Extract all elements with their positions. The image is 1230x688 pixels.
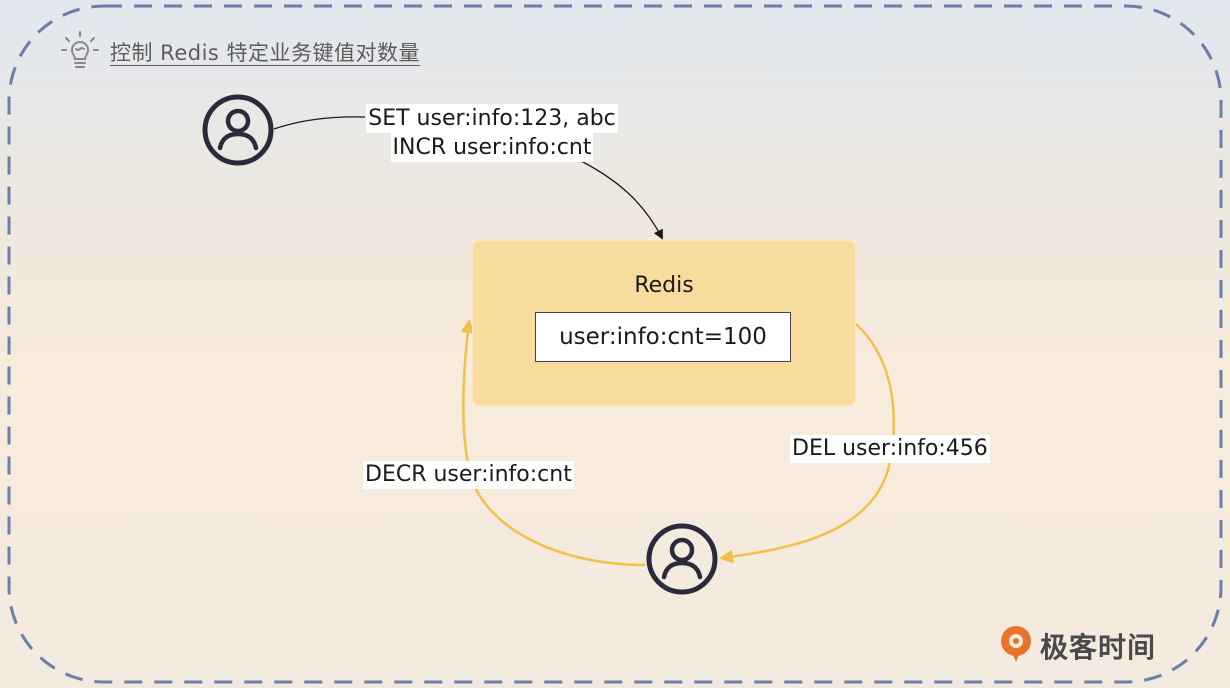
header: 控制 Redis 特定业务键值对数量 [60, 30, 420, 74]
arrow-redis-to-bottom-user [719, 323, 896, 564]
page-title: 控制 Redis 特定业务键值对数量 [110, 41, 421, 65]
write-commands-label: SET user:info:123, abc INCR user:info:cn… [362, 104, 622, 162]
dashed-frame [7, 4, 1223, 684]
user-icon [646, 523, 718, 595]
redis-node: Redis user:info:cnt=100 [473, 241, 855, 405]
del-command-label: DEL user:info:456 [790, 435, 990, 463]
set-command: SET user:info:123, abc [366, 104, 618, 133]
redis-title: Redis [634, 273, 694, 298]
brand-name: 极客时间 [1039, 631, 1156, 664]
brand-watermark: 极客时间 [998, 624, 1156, 668]
decr-command-label: DECR user:info:cnt [363, 461, 574, 489]
connector-user-to-commands [273, 116, 366, 130]
user-icon [202, 94, 274, 166]
brand-logo-icon [998, 624, 1034, 668]
lightbulb-icon [60, 30, 100, 74]
arrow-commands-to-redis [574, 157, 663, 240]
incr-command: INCR user:info:cnt [390, 133, 594, 162]
key-value-entry: user:info:cnt=100 [535, 312, 791, 362]
